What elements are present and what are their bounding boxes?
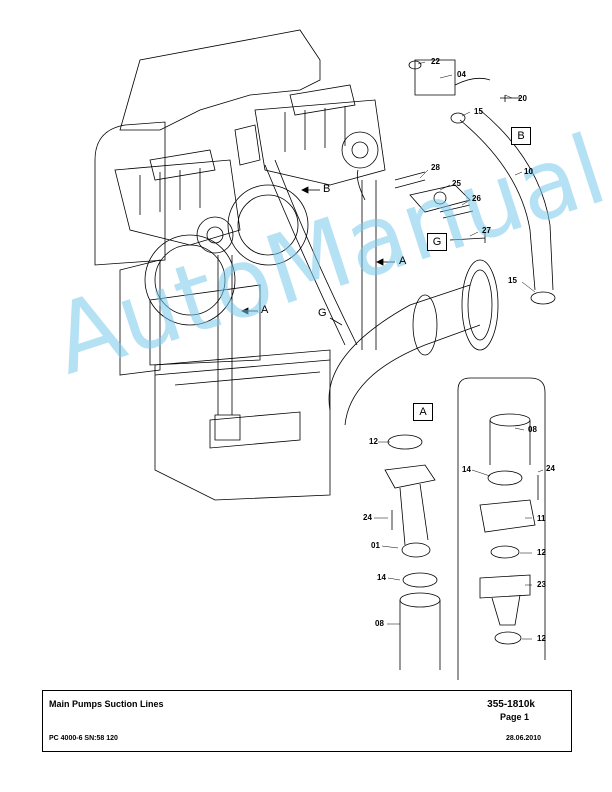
drawing-title: Main Pumps Suction Lines	[49, 699, 164, 709]
detail-label-g: G	[427, 233, 447, 251]
callout-01: 01	[371, 541, 380, 550]
callout-20: 20	[518, 94, 527, 103]
direction-arrows	[241, 186, 395, 326]
parts-diagram	[94, 29, 556, 680]
callout-08-b: 08	[528, 425, 537, 434]
page-number: Page 1	[499, 712, 529, 722]
detail-b	[408, 59, 556, 305]
callout-08-a: 08	[375, 619, 384, 628]
document-number: 355-1810k	[487, 699, 535, 710]
leader-lines	[374, 61, 544, 640]
callout-25: 25	[452, 179, 461, 188]
pump-left	[114, 149, 241, 254]
pump-right	[234, 84, 386, 186]
arrow-label-g: G	[318, 307, 327, 319]
gearbox-housing	[94, 29, 331, 501]
callout-10: 10	[524, 167, 533, 176]
callout-12-b: 12	[537, 548, 546, 557]
arrow-label-b: B	[323, 183, 331, 195]
callout-14-b: 14	[462, 465, 471, 474]
callout-14-a: 14	[377, 573, 386, 582]
title-block: Main Pumps Suction Lines 355-1810k Page …	[42, 690, 572, 752]
callout-15-lower: 15	[508, 276, 517, 285]
machine-model: PC 4000-6 SN:58 120	[49, 735, 118, 742]
suction-hoses	[214, 159, 377, 441]
callout-12-c: 12	[537, 634, 546, 643]
detail-label-a: A	[413, 403, 433, 421]
document-date: 28.06.2010	[505, 735, 541, 742]
callout-12-a: 12	[369, 437, 378, 446]
detail-a-right	[457, 377, 546, 680]
detail-a-left	[384, 434, 441, 670]
callout-15: 15	[474, 107, 483, 116]
arrow-label-a-left: A	[261, 304, 269, 316]
callout-23: 23	[537, 580, 546, 589]
callout-24-b: 24	[546, 464, 555, 473]
detail-label-b: B	[511, 127, 531, 145]
suction-pipe	[328, 259, 499, 426]
callout-27: 27	[482, 226, 491, 235]
arrow-label-a-right: A	[399, 255, 407, 267]
callout-26: 26	[472, 194, 481, 203]
callout-28: 28	[431, 163, 440, 172]
callout-22: 22	[431, 57, 440, 66]
callout-04: 04	[457, 70, 466, 79]
callout-24-a: 24	[363, 513, 372, 522]
callout-11: 11	[537, 514, 546, 523]
